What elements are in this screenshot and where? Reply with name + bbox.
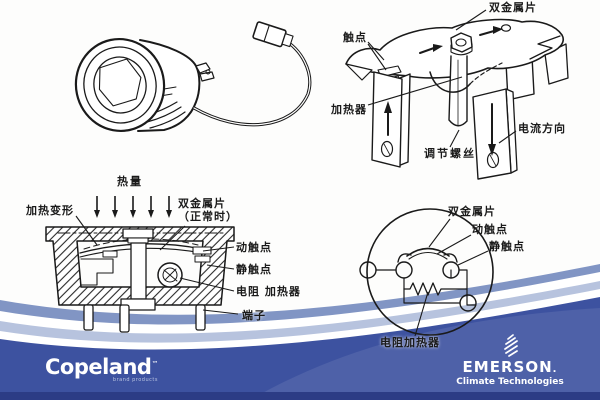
label-bimetal-strip: 双金属片 bbox=[489, 1, 537, 14]
label-bimetal-normal: 双金属片 （正常时） bbox=[178, 197, 238, 223]
label-current-direction: 电流方向 bbox=[518, 122, 566, 135]
label-heat: 热量 bbox=[117, 175, 143, 188]
label-schematic-resistance-heater: 电阻加热器 bbox=[380, 336, 440, 349]
schematic-drawing bbox=[359, 208, 494, 336]
copeland-logo: Copeland™ brand products bbox=[45, 353, 158, 383]
cross-section-drawing bbox=[45, 226, 235, 333]
heat-arrows bbox=[94, 196, 172, 218]
label-schematic-moving-contact: 动触点 bbox=[472, 223, 508, 236]
label-bimetal-normal-line1: 双金属片 bbox=[178, 197, 226, 210]
label-schematic-bimetal: 双金属片 bbox=[448, 205, 496, 218]
copeland-tagline: brand products bbox=[112, 377, 158, 383]
bottom-wave-band bbox=[0, 264, 600, 400]
label-moving-contact: 动触点 bbox=[236, 241, 272, 254]
emerson-dot: . bbox=[552, 364, 558, 375]
label-terminal: 端子 bbox=[242, 309, 266, 322]
label-heating-deformation: 加热变形 bbox=[26, 204, 74, 217]
label-schematic-static-contact: 静触点 bbox=[489, 240, 525, 253]
disc-protector-drawing bbox=[345, 18, 569, 180]
label-bimetal-normal-line2: （正常时） bbox=[178, 210, 238, 223]
emerson-mark-icon bbox=[504, 334, 518, 357]
copeland-wordmark: Copeland™ bbox=[45, 355, 158, 379]
label-contact: 触点 bbox=[343, 31, 367, 44]
trademark-symbol: ™ bbox=[151, 360, 158, 368]
label-adjusting-screw: 调节螺丝 bbox=[424, 147, 476, 160]
emerson-logo: EMERSON. Climate Technologies bbox=[452, 333, 568, 388]
label-heater: 加热器 bbox=[331, 103, 367, 116]
emerson-tagline: Climate Technologies bbox=[456, 377, 564, 387]
label-resistance-heater: 电阻 加热器 bbox=[236, 285, 301, 298]
emerson-wordmark: EMERSON. bbox=[462, 358, 558, 376]
protector-photo-drawing bbox=[74, 21, 312, 133]
label-static-contact: 静触点 bbox=[236, 263, 272, 276]
leader-lines bbox=[75, 9, 517, 337]
